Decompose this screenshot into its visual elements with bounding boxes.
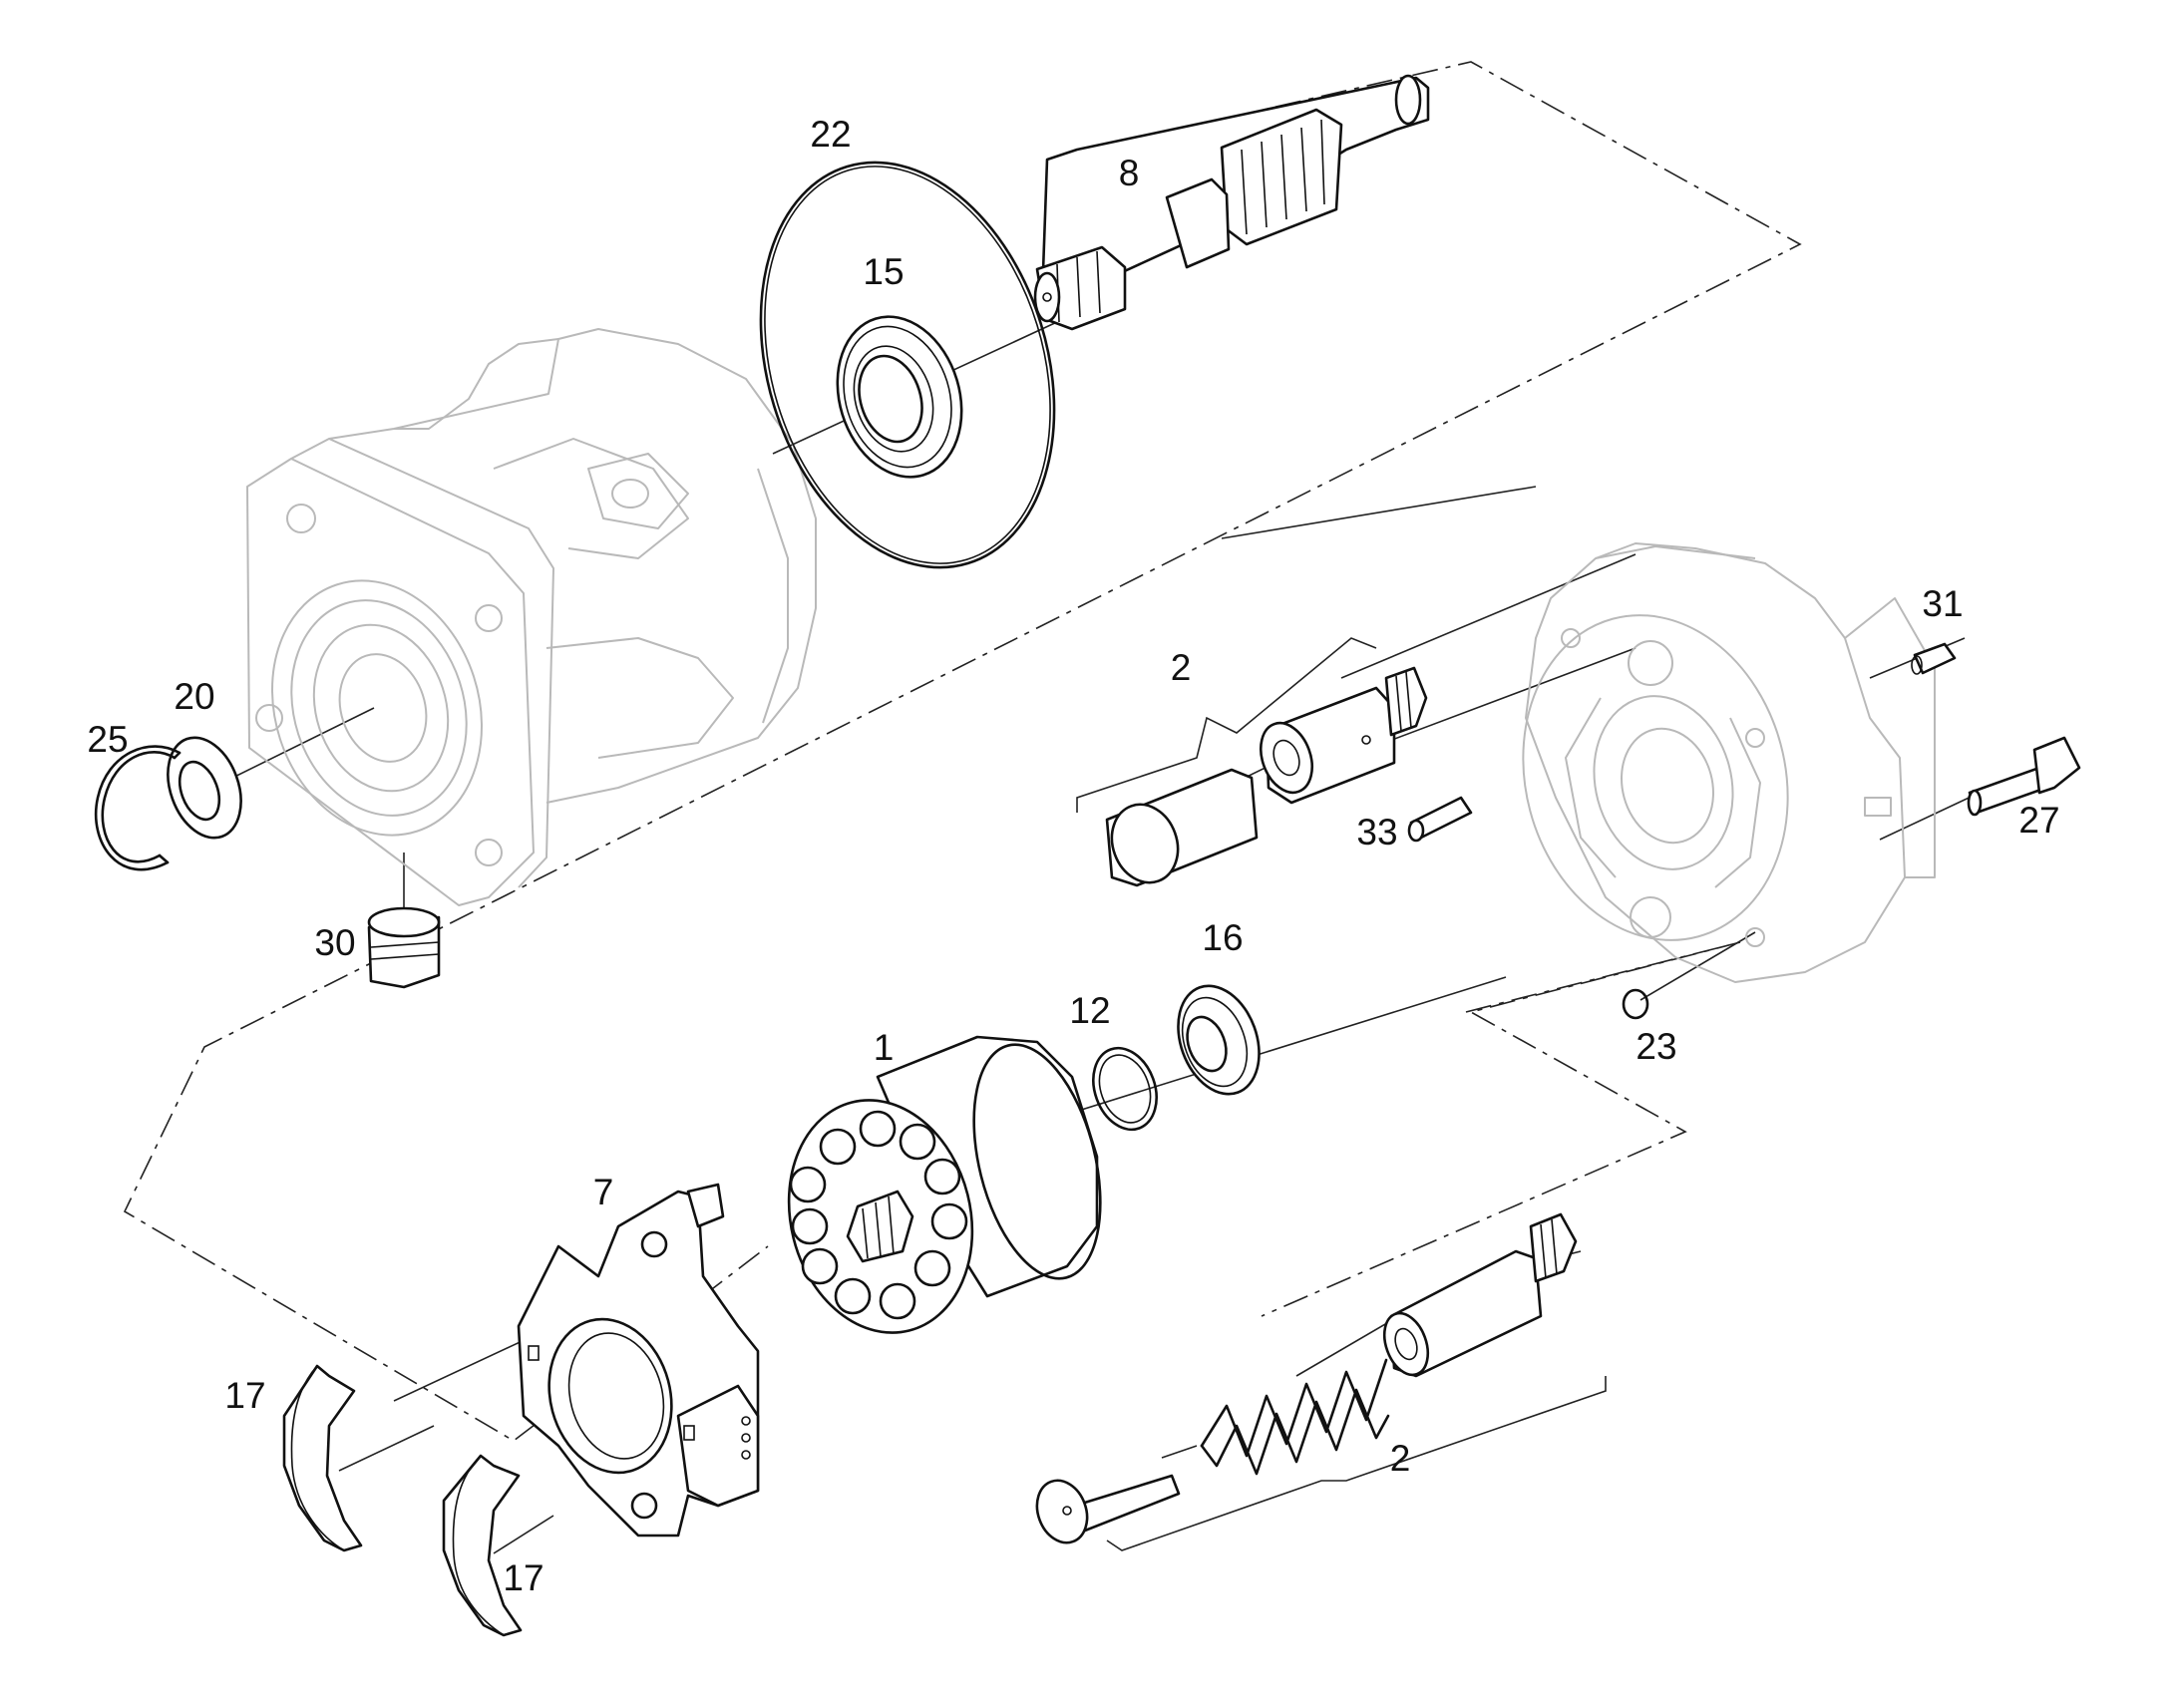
bearing-shell-17-upper xyxy=(282,1364,363,1552)
piston-assembly-2-upper xyxy=(1105,666,1428,887)
callout-27: 27 xyxy=(2018,800,2059,841)
o-ring-22 xyxy=(759,161,1056,569)
pin-33 xyxy=(1407,796,1473,843)
motor-housing xyxy=(246,328,817,906)
callout-17: 17 xyxy=(503,1557,544,1598)
yoke-7 xyxy=(517,1183,760,1537)
plug-30 xyxy=(367,906,441,989)
plug-31 xyxy=(1911,642,1957,675)
callout-20: 20 xyxy=(174,676,214,717)
callout-12: 12 xyxy=(1069,990,1110,1031)
o-ring-23 xyxy=(1622,988,1649,1020)
callout-22: 22 xyxy=(810,114,851,155)
port-plate xyxy=(1522,542,1936,983)
bearing-shell-17-lower xyxy=(442,1454,523,1637)
snap-ring-25 xyxy=(94,745,182,871)
bearing-15 xyxy=(836,315,963,479)
callout-31: 31 xyxy=(1922,583,1963,624)
callout-30: 30 xyxy=(314,922,355,963)
callout-23: 23 xyxy=(1635,1026,1676,1067)
callout-17: 17 xyxy=(224,1375,265,1416)
callout-2: 2 xyxy=(1171,647,1192,688)
callout-8: 8 xyxy=(1119,153,1140,193)
ring-12 xyxy=(1092,1046,1158,1132)
callout-7: 7 xyxy=(593,1172,614,1212)
assembly-group-lines xyxy=(123,61,1802,1442)
callout-15: 15 xyxy=(863,251,904,292)
bearing-16 xyxy=(1177,984,1261,1096)
piston-assembly-2-lower xyxy=(1035,1212,1578,1544)
cylinder-block-1 xyxy=(787,1035,1102,1334)
callout-1: 1 xyxy=(874,1027,895,1068)
callout-2: 2 xyxy=(1390,1438,1411,1479)
shaft-8 xyxy=(1033,74,1430,331)
callout-labels: 22 8 15 31 2 20 25 33 27 30 16 12 1 23 7… xyxy=(87,114,2059,1598)
screw-27 xyxy=(1967,736,2081,817)
seal-20 xyxy=(167,736,242,840)
callout-33: 33 xyxy=(1356,812,1397,853)
callout-25: 25 xyxy=(87,719,128,760)
bracket-leaders xyxy=(1076,637,1607,1551)
callout-16: 16 xyxy=(1202,917,1243,958)
